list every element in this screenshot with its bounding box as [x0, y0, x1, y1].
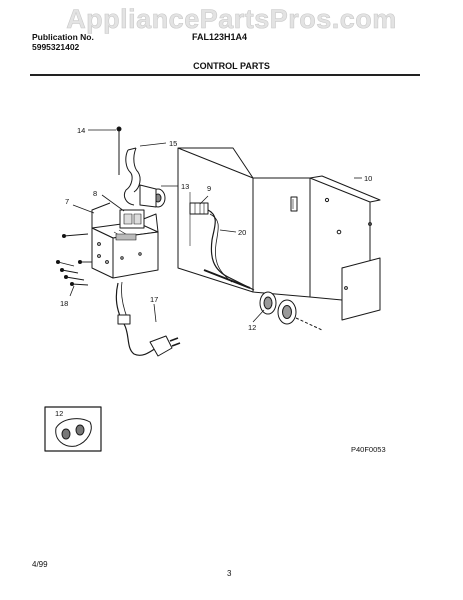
drawing-code: P40F0053 [351, 445, 386, 454]
publication-label: Publication No. [32, 32, 94, 42]
model-number: FAL123H1A4 [192, 32, 248, 42]
motor-part [139, 184, 166, 208]
callout-7: 7 [65, 197, 69, 206]
footer-date: 4/99 [32, 560, 48, 569]
screw-part [116, 126, 122, 175]
page-number: 3 [227, 569, 232, 578]
callout-12: 12 [248, 323, 256, 332]
watermark: AppliancePartsPros.com [66, 4, 397, 35]
callout-20: 20 [238, 228, 246, 237]
callout-8: 8 [93, 189, 97, 198]
header-rule [30, 74, 420, 76]
thermostat-bulb [123, 147, 141, 206]
callout-18: 18 [60, 299, 68, 308]
switch-assembly [113, 209, 145, 241]
callout-12-inset: 12 [55, 409, 63, 418]
callout-17: 17 [150, 295, 158, 304]
leader-lines [69, 129, 362, 323]
connector-part [189, 202, 209, 215]
callout-15: 15 [169, 139, 177, 148]
publication-number: 5995321402 [32, 42, 80, 52]
section-title: CONTROL PARTS [193, 61, 270, 71]
inset-box [44, 406, 102, 452]
control-knobs [259, 291, 323, 331]
callout-10: 10 [364, 174, 372, 183]
callout-13: 13 [181, 182, 189, 191]
callout-9: 9 [207, 184, 211, 193]
publication-block: Publication No. 5995321402 [32, 32, 94, 52]
callout-14: 14 [77, 126, 85, 135]
control-box [91, 202, 159, 279]
cabinet-panel [177, 147, 381, 321]
wire-harness [203, 209, 255, 291]
power-cord [115, 281, 181, 357]
mounting-screws [55, 233, 92, 287]
